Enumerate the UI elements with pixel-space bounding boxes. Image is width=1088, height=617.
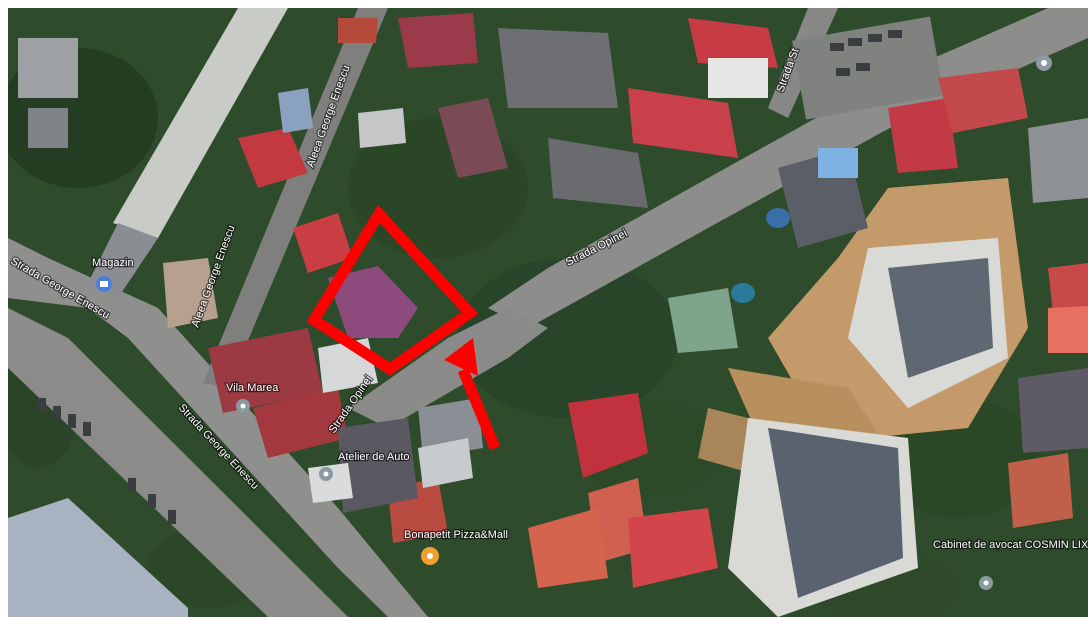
satellite-map[interactable]: Strada Opinei Strada Opinei Strada Georg…: [8, 8, 1088, 617]
poi-label-hotel: Vila Marea: [226, 382, 279, 394]
buildings: [8, 8, 1088, 617]
poi-label-pizza: Bonapetit Pizza&Mall: [404, 529, 508, 541]
poi-avocat[interactable]: Cabinet de avocat COSMIN LIXANDRU: [932, 538, 1088, 590]
poi-magazin[interactable]: Magazin: [91, 256, 135, 292]
parked-cars: [38, 30, 902, 524]
property-highlight-outline: [306, 204, 479, 376]
poi-label-avocat: Cabinet de avocat COSMIN LIXANDRU: [933, 539, 1088, 551]
poi-hotel[interactable]: Vila Marea: [225, 381, 281, 413]
map-canvas: Strada Opinei Strada Opinei Strada Georg…: [8, 8, 1088, 617]
poi-markers: Magazin Vila Marea Atelier de Auto Bonap…: [91, 55, 1088, 590]
highlighted-roof: [328, 266, 418, 338]
poi-pizza[interactable]: Bonapetit Pizza&Mall: [403, 528, 509, 565]
poi-top-right[interactable]: [1036, 55, 1052, 71]
red-arrow: [444, 338, 501, 451]
poi-atelier[interactable]: Atelier de Auto: [319, 450, 411, 481]
poi-label-magazin: Magazin: [92, 257, 134, 269]
poi-label-atelier: Atelier de Auto: [338, 451, 410, 463]
